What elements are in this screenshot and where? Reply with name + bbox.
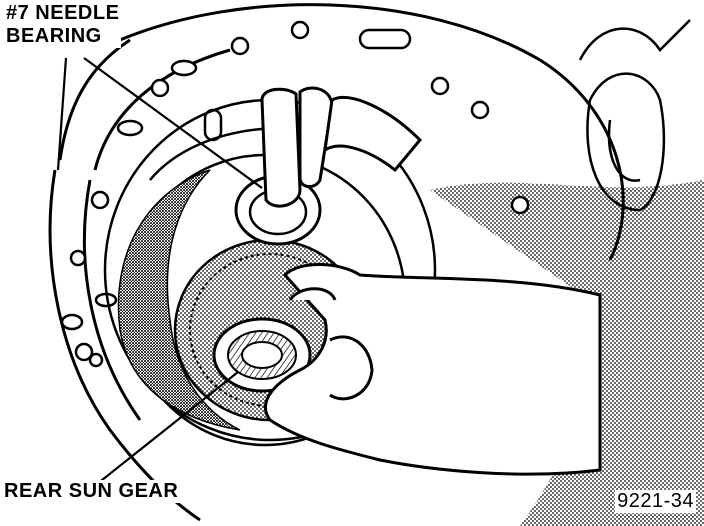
clutch-plates (117, 169, 241, 431)
needle-bearing-callout: #7 NEEDLE BEARING (4, 2, 122, 48)
bolt-holes (60, 20, 530, 368)
case-detail-right (578, 19, 691, 212)
needle-bearing-callout-line1: #7 NEEDLE (6, 2, 120, 24)
figure-number: 9221-34 (615, 490, 696, 513)
needle-bearing-callout-line2: BEARING (6, 25, 102, 47)
rear-sun-gear-callout: REAR SUN GEAR (2, 480, 181, 503)
upper-hand (260, 86, 423, 208)
lower-hand (263, 263, 602, 476)
leader-lines (56, 57, 263, 489)
shaded-background (430, 180, 704, 526)
